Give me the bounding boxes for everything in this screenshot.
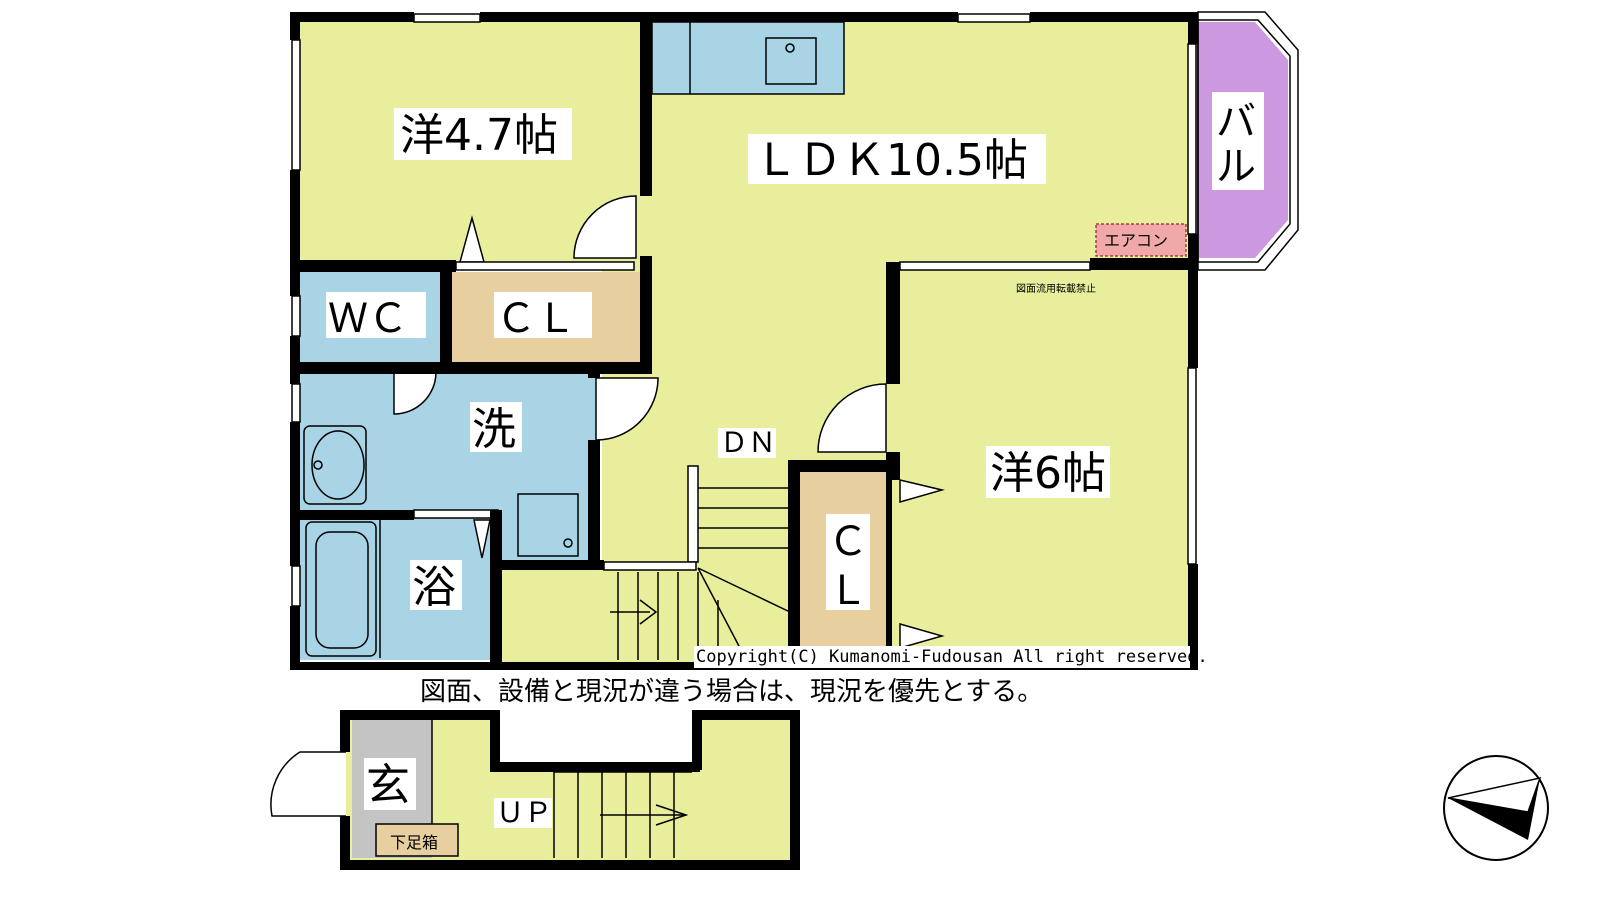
balcony-label-2: ル — [1216, 144, 1256, 190]
western-room-1-label: 洋4.7帖 — [400, 110, 558, 161]
aircon-box — [1095, 223, 1187, 257]
western-room-2-label: 洋6帖 — [990, 448, 1106, 499]
washroom-label: 洗 — [472, 404, 516, 455]
washing-machine-pan — [517, 493, 579, 557]
compass-icon — [1443, 755, 1549, 861]
bathtub — [305, 521, 377, 657]
ldk-label: ＬＤＫ10.5帖 — [754, 135, 1028, 186]
no-reproduction-label: 図面流用転載禁止 — [1016, 282, 1096, 295]
lower-floor — [340, 710, 800, 870]
closet-2-label-bottom: Ｌ — [828, 568, 868, 614]
aircon-label: エアコン — [1104, 231, 1168, 250]
balcony-label-1: バ — [1216, 99, 1256, 145]
washbasin-bowl — [311, 430, 365, 500]
copyright-text: Copyright(C) Kumanomi-Fudousan All right… — [696, 647, 1208, 667]
bath-label: 浴 — [412, 562, 456, 613]
closet-2-label-top: Ｃ — [828, 519, 868, 565]
stairs-down — [603, 465, 791, 660]
windows — [291, 13, 1197, 607]
wc-label: ＷＣ — [328, 296, 408, 342]
stairs-down-label: ＤＮ — [720, 426, 776, 459]
disclaimer-text: 図面、設備と現況が違う場合は、現況を優先とする。 — [420, 677, 1043, 707]
entrance-label: 玄 — [366, 760, 410, 811]
room-fills — [300, 11, 1299, 662]
walls — [290, 12, 1198, 670]
labels: 洋4.7帖 ＬＤＫ10.5帖 バ ル エアコン 図面流用転載禁止 ＷＣ ＣＬ 洗… — [326, 92, 1264, 852]
kitchen-sink — [765, 37, 817, 85]
washbasin — [303, 425, 367, 505]
stairs-up-label: ＵＰ — [496, 796, 552, 829]
doors — [270, 195, 945, 817]
shoe-box — [375, 823, 459, 857]
shoe-box-label: 下足箱 — [390, 833, 438, 852]
closet-1-label: ＣＬ — [496, 296, 576, 342]
fixtures — [303, 425, 579, 658]
